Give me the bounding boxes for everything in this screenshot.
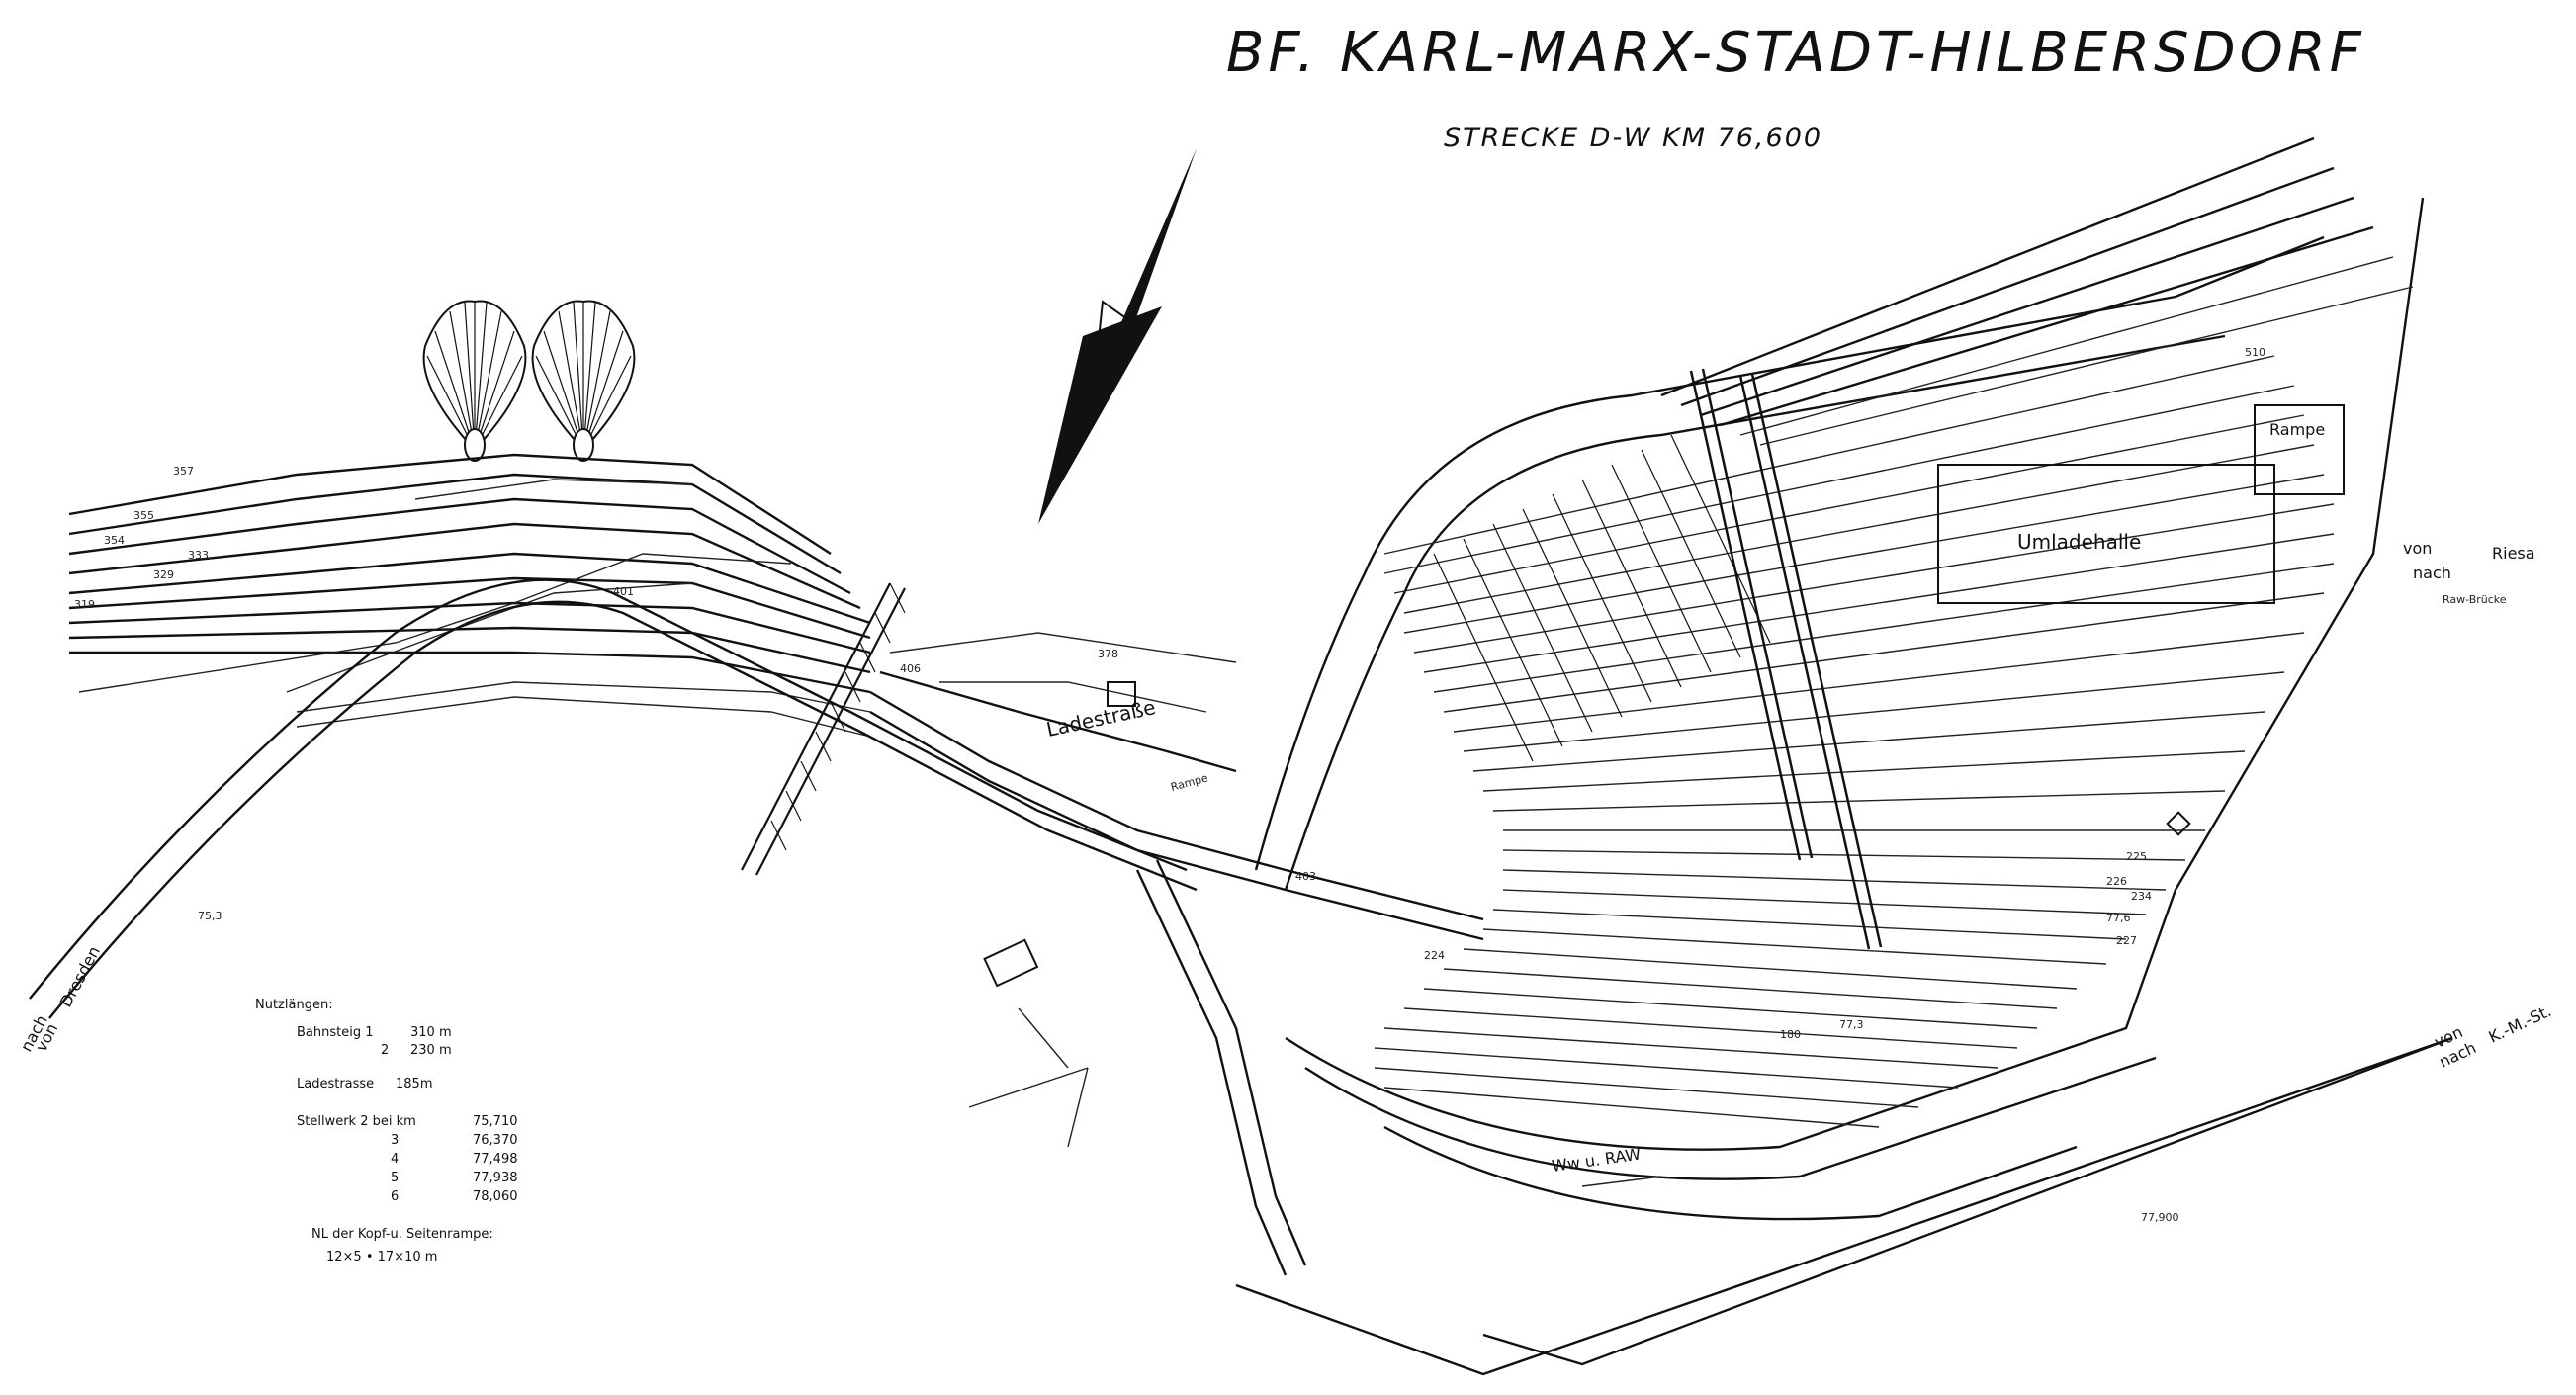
track-number: 329 [153,568,174,581]
northeast-tracks [1660,136,2414,446]
legend-ramp-heading: NL der Kopf-u. Seitenrampe: [311,1227,493,1242]
legend-stellwerk-4: 77,498 [473,1152,518,1167]
signal-bridge-west [741,582,906,876]
legend-stellwerk-2: 75,710 [473,1114,518,1129]
direction-southwest-dresden: Dresden [56,943,104,1010]
south-line [968,859,1307,1276]
track-number: 406 [900,662,921,675]
km-mark-south-1: 77,6 [2106,912,2131,924]
track-number: 354 [104,534,125,547]
legend-ramp-value: 12×5 • 17×10 m [326,1250,437,1264]
legend-stellwerk-6-label: 6 [391,1189,399,1204]
track-number: 180 [1780,1028,1801,1041]
rampe-building: Rampe [2254,404,2345,495]
legend-ladestrasse-value: 185m [396,1077,432,1091]
track-number: 226 [2106,875,2127,888]
direction-east-nach: nach [2413,564,2451,582]
track-number: 403 [1295,870,1316,883]
track-number: 378 [1098,648,1118,660]
direction-east-von: von [2403,539,2432,558]
roundhouse-fan-right [531,300,636,462]
direction-east-riesa: Riesa [2492,544,2535,563]
legend-stellwerk-heading: Stellwerk 2 bei km [297,1114,416,1129]
diagram-subtitle: STRECKE D-W KM 76,600 [1444,123,1822,153]
track-number-labels: 357 355 354 333 329 319 401 403 406 378 … [74,346,2265,1041]
umladehalle-label: Umladehalle [2017,530,2141,554]
east-yard-outline [1254,197,2453,1366]
legend-stellwerk-4-label: 4 [391,1152,399,1167]
bottom-tracks [1235,1036,2453,1376]
umladehalle-building: Umladehalle [1937,464,2275,604]
legend-platform-1-label: Bahnsteig 1 [297,1025,374,1040]
track-number: 319 [74,598,95,611]
track-number: 224 [1424,949,1445,962]
legend-ladestrasse-label: Ladestrasse [297,1077,374,1091]
east-yard-tracks [1374,355,2335,1128]
legend-stellwerk-5: 77,938 [473,1171,518,1185]
legend-platform-1-value: 310 m [410,1025,452,1040]
small-buildings [983,681,2191,988]
legend-heading: Nutzlängen: [255,998,333,1012]
hatched-hump-area [1433,434,1771,762]
km-mark-south-2: 77,3 [1839,1018,1864,1031]
legend-platform-2-value: 230 m [410,1043,452,1058]
track-number: 225 [2126,850,2147,863]
direction-east-raw-bruecke: Raw-Brücke [2443,593,2507,606]
track-number: 401 [613,585,634,598]
rampe-label: Rampe [2269,420,2325,439]
legend-platform-2-label: 2 [381,1043,389,1058]
north-arrow-icon [1038,148,1197,524]
signal-bridge-east-2 [1738,373,1883,950]
km-markers: 75,3 77,6 77,3 77,900 [198,910,2179,1224]
main-line-dresden [29,578,1198,1019]
track-number: 510 [2245,346,2265,359]
track-number: 227 [2116,934,2137,947]
roundhouse-fan-left [422,300,527,462]
legend-stellwerk-3-label: 3 [391,1133,399,1148]
signal-bridge-east-1 [1689,368,1814,861]
direction-southeast-km-st: K.-M.-St. [2486,1002,2554,1047]
legend: Nutzlängen: Bahnsteig 1 310 m 2 230 m La… [255,998,518,1264]
west-yard-tracks [68,453,871,738]
diagram-title: BF. KARL-MARX-STADT-HILBERSDORF [1226,21,2365,85]
track-number: 355 [133,509,154,522]
km-mark-west: 75,3 [198,910,222,922]
legend-stellwerk-5-label: 5 [391,1171,399,1185]
central-tracks [869,632,1484,941]
track-number: 333 [188,549,209,562]
rampe-small-label: Rampe [1169,771,1209,794]
track-number: 357 [173,465,194,478]
km-mark-bottom: 77,900 [2141,1211,2179,1224]
legend-stellwerk-6: 78,060 [473,1189,518,1204]
track-number: 234 [2131,890,2152,903]
legend-stellwerk-3: 76,370 [473,1133,518,1148]
